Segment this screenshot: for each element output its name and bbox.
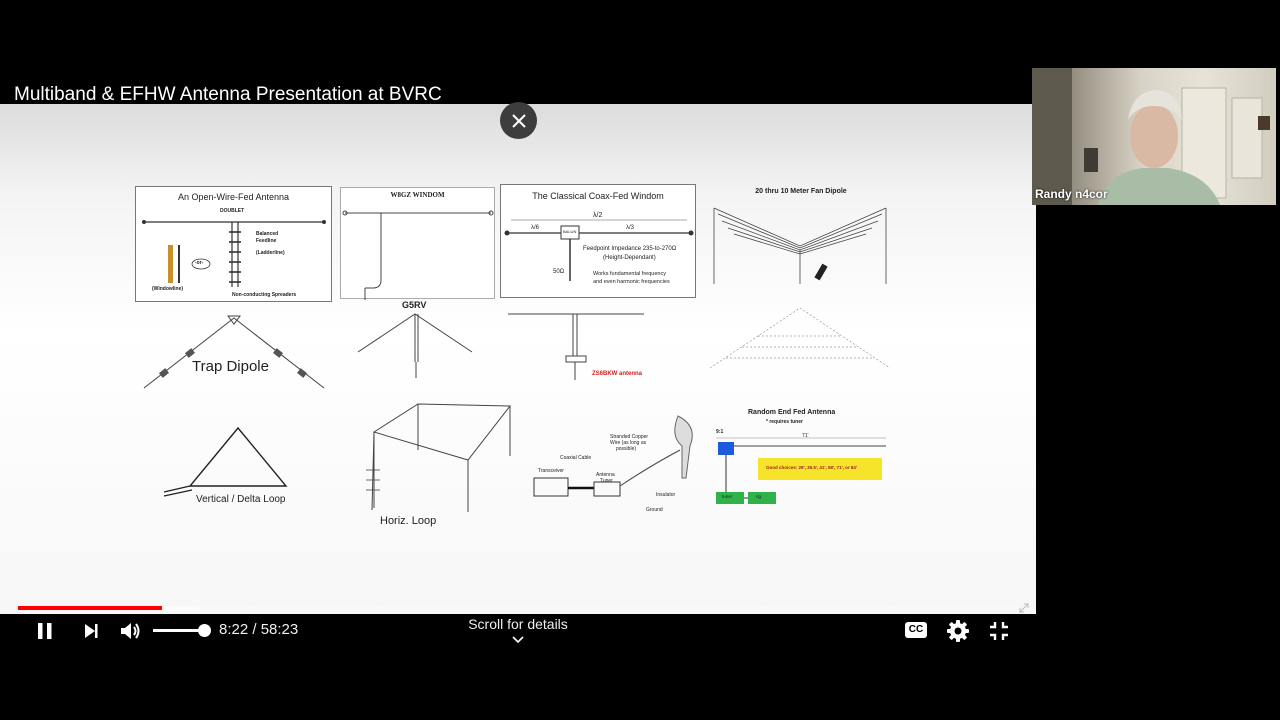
wire-label-3: possible) [616,446,637,452]
delta-loop-label: Vertical / Delta Loop [196,494,286,505]
open-wire-title: An Open-Wire-Fed Antenna [177,192,290,202]
diagram-random-end-fed: Random End Fed Antenna * requires tuner … [712,406,892,516]
chevron-down-icon [512,636,524,644]
feedline-label: Feedline [256,238,277,244]
efha-tuner: tuner [722,494,733,499]
exit-fullscreen-icon [990,622,1008,640]
works-line2: and even harmonic frequencies [593,279,670,285]
close-icon [511,113,526,128]
diagram-trap-dipole: Trap Dipole [138,312,334,392]
presentation-slide: An Open-Wire-Fed Antenna DOUBLET Balance… [0,104,1036,614]
efha-subtitle: * requires tuner [766,419,803,425]
gear-icon [947,620,969,642]
tuner-label-1: Antenna [596,472,615,478]
fan-dipole-title: 20 thru 10 Meter Fan Dipole [755,188,847,195]
ground-label: Ground [646,507,663,513]
impedance-label: Feedpoint Impedance 235-to-270Ω [583,246,677,252]
diagram-linked-dipole [706,298,894,378]
volume-icon [121,623,140,639]
resize-icon[interactable] [1017,601,1031,615]
balanced-label: Balanced [256,231,279,237]
diagram-open-wire-fed: An Open-Wire-Fed Antenna DOUBLET Balance… [135,186,332,302]
wire-label-2: Wire (as long as [610,440,647,446]
efha-title: Random End Fed Antenna [748,409,836,416]
g5rv-label: G5RV [402,300,427,310]
ohms-label: 50Ω [553,269,565,275]
time-display: 8:22 / 58:23 [219,621,299,638]
third-wave-label: λ/3 [626,225,635,231]
pause-button[interactable] [32,618,58,644]
diagram-random-wire: Transceiver Coaxial Cable Antenna Tuner … [530,406,698,516]
diagram-delta-loop: Vertical / Delta Loop [158,422,298,512]
coax-label: Coaxial Cable [560,455,592,461]
coax-windom-title: The Classical Coax-Fed Windom [532,191,664,201]
height-label: (Height-Dependant) [603,255,656,261]
windowline-label: (Windowline) [152,286,184,292]
pause-icon [38,623,52,639]
diagram-w8gz-windom: W8GZ WINDOM [340,187,495,300]
ladderline-label: (Ladderline) [256,250,285,256]
efha-length: 71' [802,433,809,439]
close-button[interactable] [500,102,537,139]
settings-button[interactable] [945,618,971,644]
volume-slider-knob[interactable] [198,624,211,637]
half-wave-label: λ/2 [593,212,603,219]
zs6bkw-label: ZS6BKW antenna [592,371,643,377]
scroll-for-details[interactable]: Scroll for details [418,616,618,644]
sixth-wave-label: λ/6 [531,225,540,231]
skip-next-icon [85,624,98,638]
diagram-g5rv: G5RV [350,300,480,380]
scroll-hint-label: Scroll for details [468,616,568,632]
progress-bar[interactable] [18,606,1018,610]
webcam-overlay[interactable]: Randy n4cor [1032,68,1276,205]
insulator-label: Insulator [656,492,676,498]
presenter-video [1032,68,1270,205]
tuner-label-2: Tuner [600,478,613,484]
diagram-fan-dipole: 20 thru 10 Meter Fan Dipole [708,184,894,294]
video-title[interactable]: Multiband & EFHW Antenna Presentation at… [14,84,442,105]
mute-button[interactable] [117,617,145,645]
efha-good-choices: Good choices: 29', 35.5', 41', 58', 71',… [766,465,857,470]
or-label: -or- [195,260,204,266]
next-button[interactable] [78,618,104,644]
volume-slider[interactable] [153,629,205,632]
webcam-name-label: Randy n4cor [1035,187,1108,201]
efha-ratio: 9:1 [716,429,724,435]
works-line1: Works fundamental frequency [593,271,666,277]
exit-fullscreen-button[interactable] [986,618,1012,644]
diagram-coax-fed-windom: The Classical Coax-Fed Windom λ/2 λ/6 λ/… [500,184,696,298]
horiz-loop-label: Horiz. Loop [380,515,437,527]
wire-label-1: Stranded Copper [610,434,649,440]
captions-button[interactable]: CC [905,622,927,638]
transceiver-label: Transceiver [538,468,564,474]
doublet-label: DOUBLET [220,208,245,214]
trap-dipole-label: Trap Dipole [192,358,269,375]
diagram-horizontal-loop: Horiz. Loop [358,400,528,530]
w8gz-title: W8GZ WINDOM [390,191,445,199]
spreaders-label: Non-conducting Spreaders [232,292,297,298]
efha-rig: rig [756,494,762,499]
progress-played [18,606,162,610]
balun-label: BALUN [563,229,577,234]
diagram-zs6bkw: ZS6BKW antenna [500,300,650,385]
